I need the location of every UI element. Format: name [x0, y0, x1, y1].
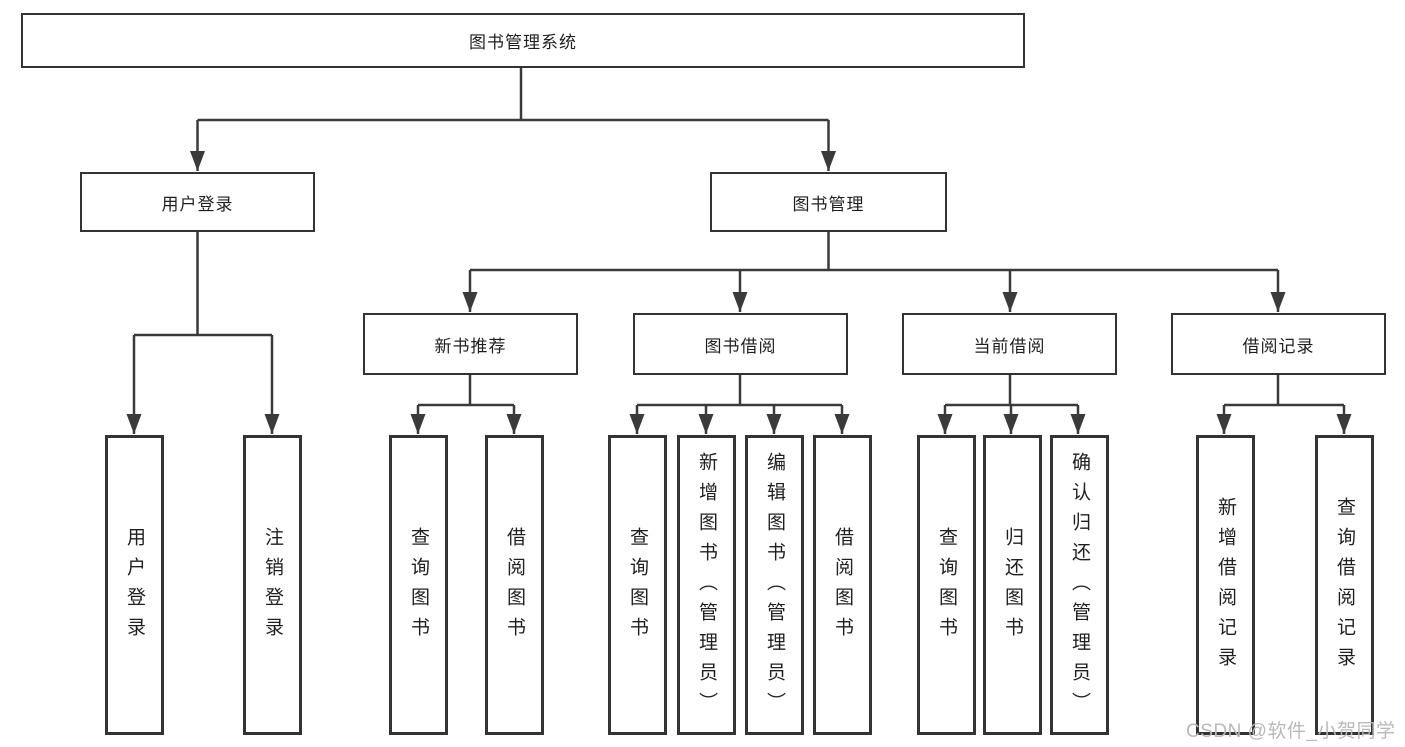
- node-leaf-query-books-current: 查询图书: [917, 435, 976, 735]
- node-user-login: 用户登录: [80, 172, 315, 232]
- node-leaf-query-books-recommend: 查询图书: [389, 435, 448, 735]
- node-leaf-confirm-return-admin: 确认归还（管理员）: [1050, 435, 1109, 735]
- node-leaf-add-book-admin: 新增图书（管理员）: [677, 435, 736, 735]
- node-leaf-query-borrow-record: 查询借阅记录: [1315, 435, 1374, 735]
- node-book-management: 图书管理: [710, 172, 947, 232]
- watermark-text: CSDN @软件_小贺同学: [1186, 721, 1396, 742]
- node-leaf-return-book: 归还图书: [983, 435, 1042, 735]
- node-leaf-borrow-books-recommend: 借阅图书: [485, 435, 544, 735]
- node-leaf-user-login: 用户登录: [105, 435, 164, 735]
- node-borrow-records: 借阅记录: [1171, 313, 1386, 375]
- node-leaf-add-borrow-record: 新增借阅记录: [1196, 435, 1255, 735]
- node-leaf-query-books-borrow: 查询图书: [608, 435, 667, 735]
- connector-group: [126, 68, 1352, 434]
- node-current-borrow: 当前借阅: [902, 313, 1117, 375]
- node-book-borrow: 图书借阅: [633, 313, 848, 375]
- node-root-system: 图书管理系统: [21, 13, 1025, 68]
- node-leaf-borrow-books: 借阅图书: [813, 435, 872, 735]
- node-leaf-edit-book-admin: 编辑图书（管理员）: [745, 435, 804, 735]
- node-new-book-recommend: 新书推荐: [363, 313, 578, 375]
- node-leaf-logout: 注销登录: [243, 435, 302, 735]
